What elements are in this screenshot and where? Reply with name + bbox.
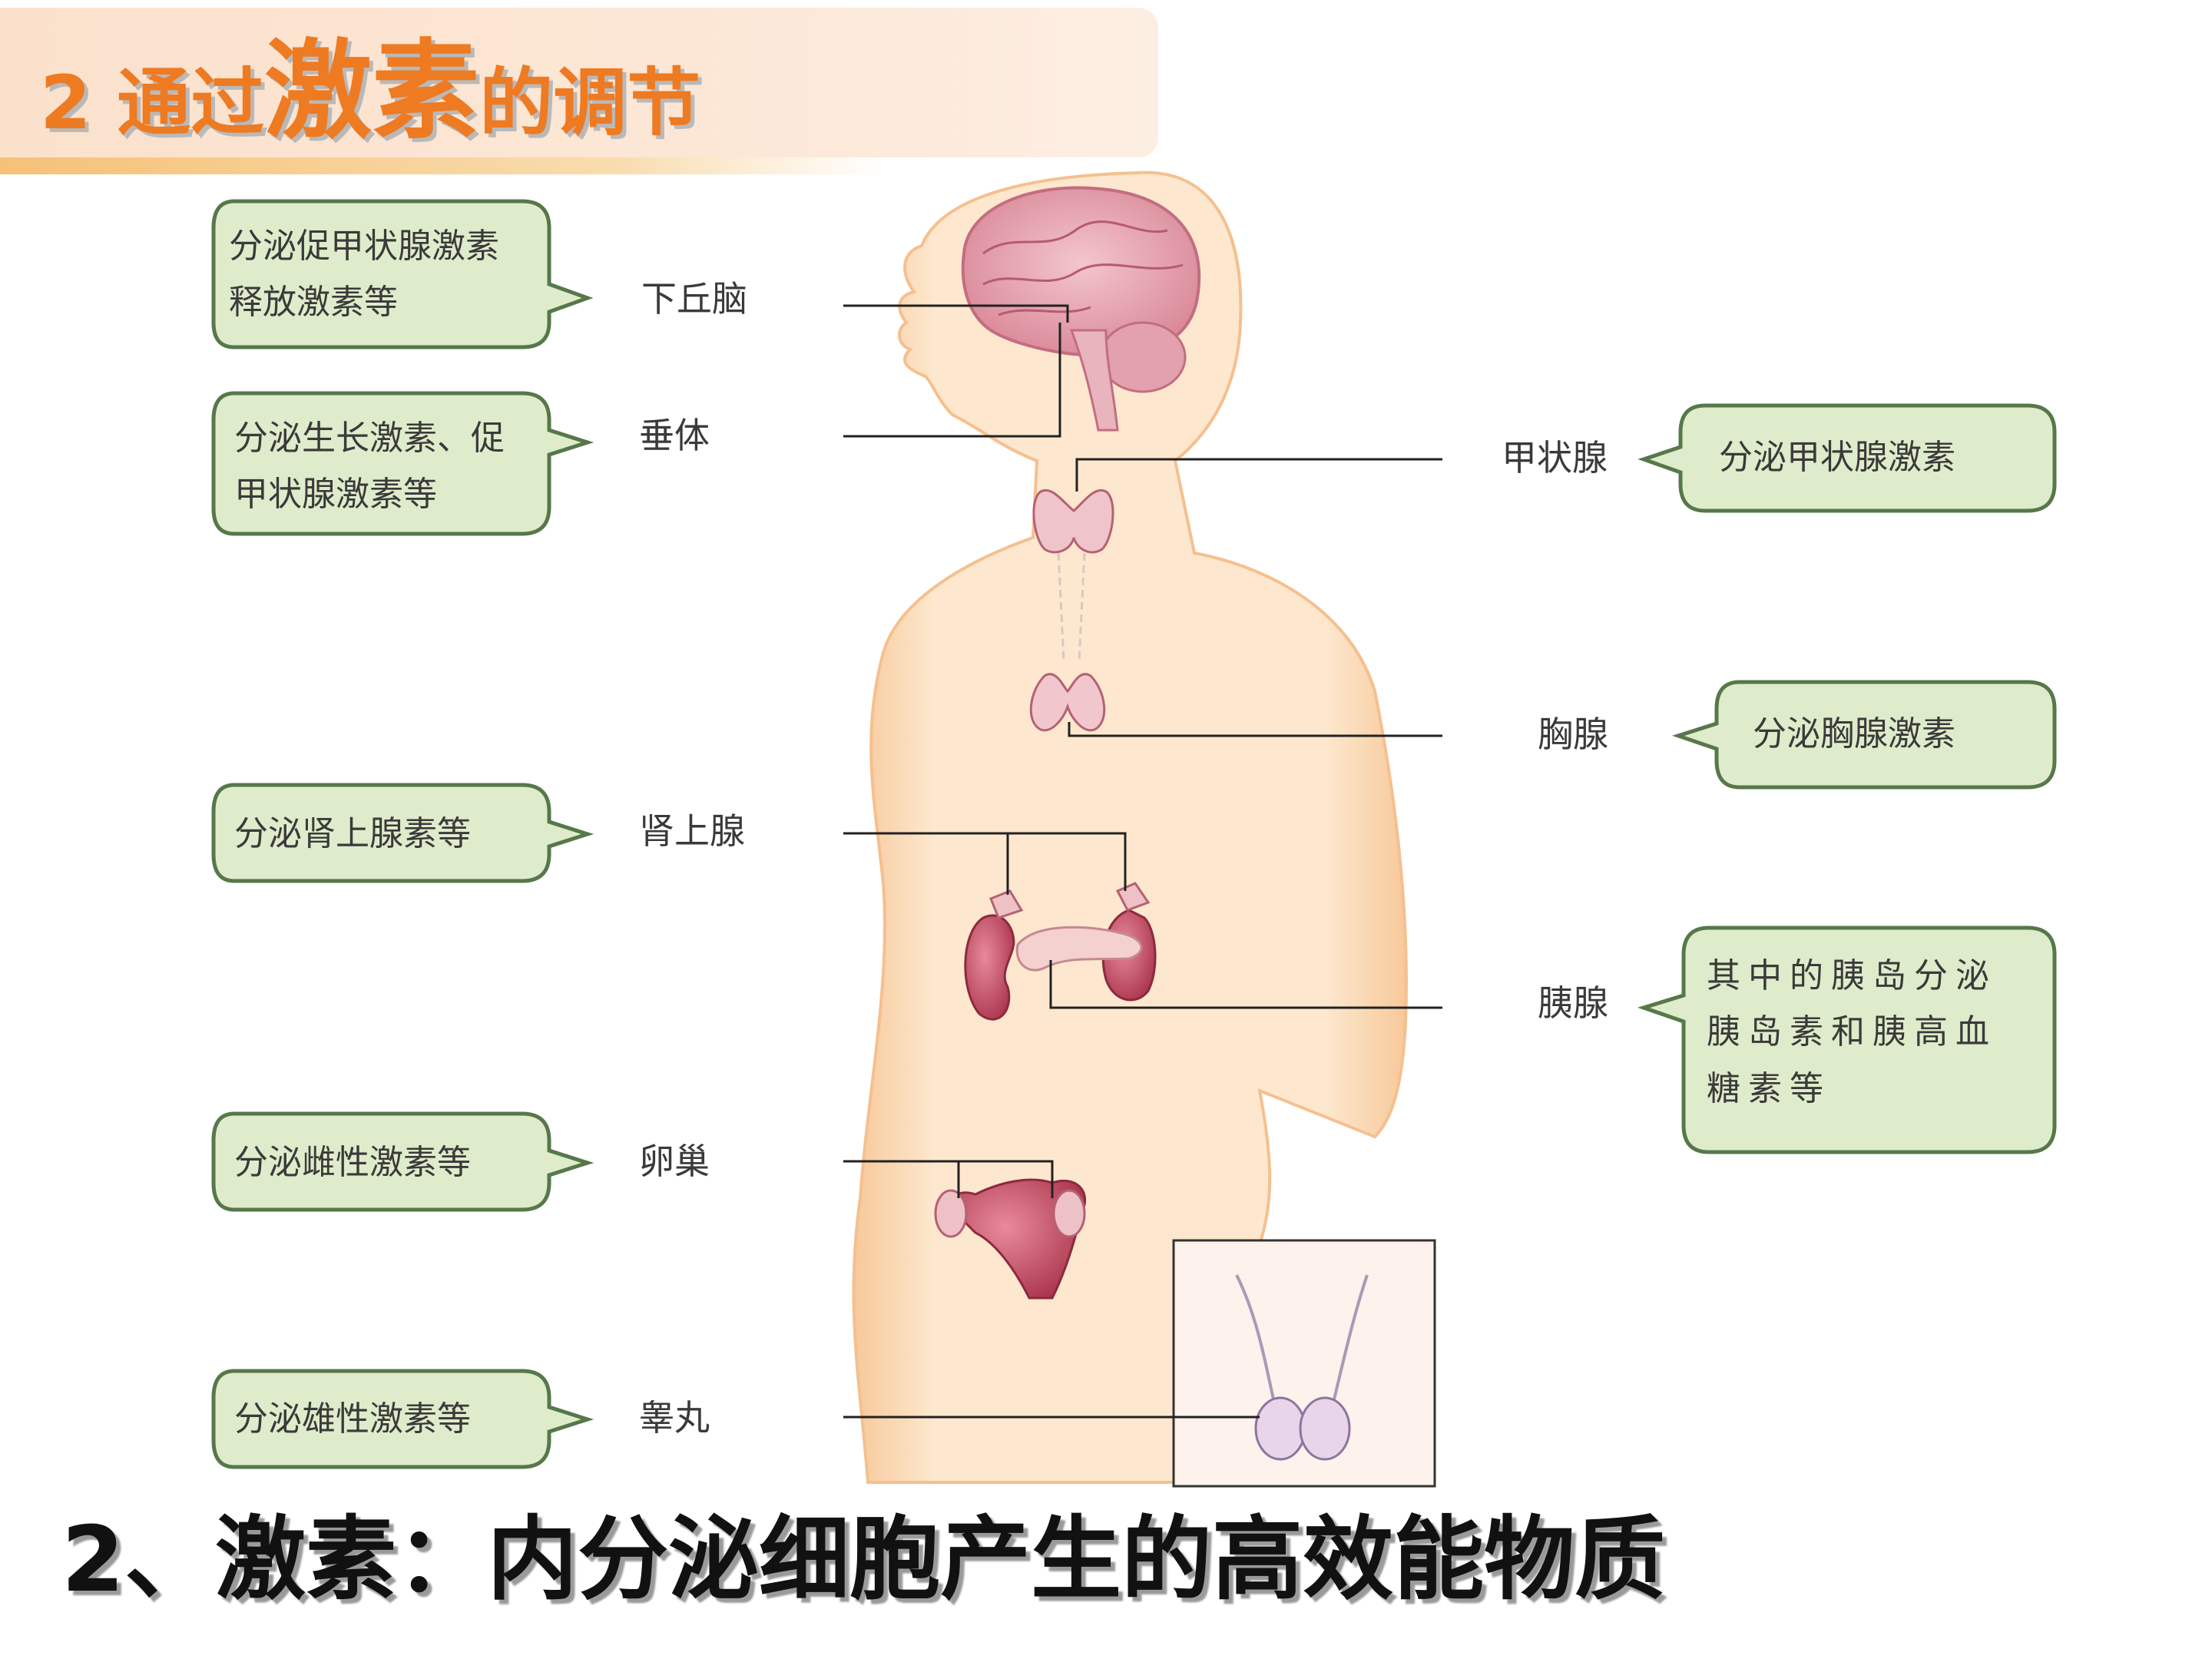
callout-pituitary: 分泌生长激素、促 甲状腺激素等 垂体: [211, 391, 710, 536]
callout-hypothalamus: 分泌促甲状腺激素 释放激素等 下丘脑: [211, 199, 747, 349]
pancreas: [1015, 926, 1143, 972]
callout-bubble: [211, 783, 594, 883]
gland-label-thymus: 胸腺: [1538, 714, 1608, 755]
callout-line: 分泌肾上腺素等: [234, 814, 471, 853]
callout-line: 释放激素等: [229, 283, 398, 322]
body-outline: [852, 171, 1408, 1484]
callout-bubble: [211, 199, 594, 349]
testis-inset-frame: [1172, 1239, 1436, 1488]
cerebellum: [1099, 321, 1187, 393]
trachea: [1057, 552, 1086, 661]
title-suffix: 的调节: [479, 60, 701, 146]
right-ovary: [1052, 1189, 1086, 1238]
callout-line: 其中的胰岛分泌: [1707, 956, 1997, 995]
callout-thymus: 分泌胸腺激素 胸腺: [1538, 680, 2057, 790]
ovary-uterus-organ: [934, 1178, 1087, 1300]
callout-line: 分泌胸腺激素: [1753, 714, 1955, 753]
gland-label-testis: 睾丸: [639, 1397, 710, 1439]
thymus: [1029, 673, 1106, 732]
gland-label-pancreas: 胰腺: [1538, 982, 1608, 1024]
body-silhouette: [852, 171, 1408, 1484]
brain-folds: [982, 220, 1184, 316]
slide-title: 2 通过激素的调节: [40, 31, 700, 154]
bottom-caption: 2、激素：内分泌细胞产生的高效能物质: [61, 1506, 1666, 1612]
title-underline: [0, 157, 883, 174]
leader-thymus: [1068, 722, 1442, 737]
leader-hypothalamus: [843, 304, 1069, 323]
callout-line: 糖素等: [1707, 1069, 1831, 1108]
brain-stem: [1069, 329, 1119, 432]
leader-thyroid: [1075, 458, 1442, 492]
left-ovary: [934, 1189, 968, 1238]
testis-left: [1254, 1396, 1306, 1461]
callout-line: 胰岛素和胰高血: [1707, 1012, 1997, 1051]
gland-label-ovary: 卵巢: [639, 1141, 710, 1182]
callout-line: 分泌雄性激素等: [234, 1399, 471, 1439]
leader-adrenal: [843, 832, 1127, 895]
callout-line: 分泌促甲状腺激素: [229, 227, 499, 266]
gland-label-pituitary: 垂体: [639, 415, 710, 456]
callout-bubble: [1637, 403, 2057, 513]
leader-pituitary: [843, 323, 1061, 438]
testis-right: [1299, 1396, 1351, 1461]
thyroid-organ: [1032, 488, 1114, 554]
thyroid: [1032, 488, 1114, 554]
callout-testis: 分泌雄性激素等 睾丸: [211, 1369, 710, 1469]
thymus-organ: [1029, 673, 1106, 732]
callout-pancreas: 其中的胰岛分泌 胰岛素和胰高血 糖素等 胰腺: [1538, 926, 2057, 1154]
callout-line: 分泌雌性激素等: [234, 1143, 471, 1182]
gland-label-thyroid: 甲状腺: [1502, 437, 1608, 478]
gland-label-hypothalamus: 下丘脑: [641, 278, 747, 320]
callout-line: 甲状腺激素等: [234, 475, 437, 514]
left-kidney: [964, 914, 1015, 1021]
title-emphasis: 激素: [264, 29, 480, 154]
callout-bubble: [1637, 926, 2057, 1154]
leader-pancreas: [1049, 960, 1442, 1009]
callout-thyroid: 分泌甲状腺激素 甲状腺: [1502, 403, 2057, 513]
callout-adrenal: 分泌肾上腺素等 肾上腺: [211, 783, 745, 883]
callout-bubble: [211, 391, 594, 536]
title-banner: [0, 8, 1158, 157]
callout-line: 分泌甲状腺激素: [1719, 438, 1955, 477]
callout-ovary: 分泌雌性激素等 卵巢: [211, 1111, 710, 1212]
spermatic-cords: [1235, 1274, 1369, 1406]
testis-inset: [1172, 1239, 1436, 1488]
callout-bubble: [211, 1369, 594, 1469]
gland-label-adrenal: 肾上腺: [639, 810, 745, 852]
callout-bubble: [211, 1111, 594, 1212]
callout-line: 分泌生长激素、促: [234, 419, 505, 458]
title-prefix: 2 通过: [40, 60, 265, 146]
pancreas-organ: [1015, 926, 1143, 972]
leader-ovary: [843, 1160, 1054, 1198]
callout-bubble: [1672, 680, 2057, 790]
brain-illustration: [961, 186, 1201, 432]
left-adrenal: [989, 889, 1024, 919]
uterus: [951, 1178, 1087, 1300]
leader-lines: [843, 304, 1442, 1419]
